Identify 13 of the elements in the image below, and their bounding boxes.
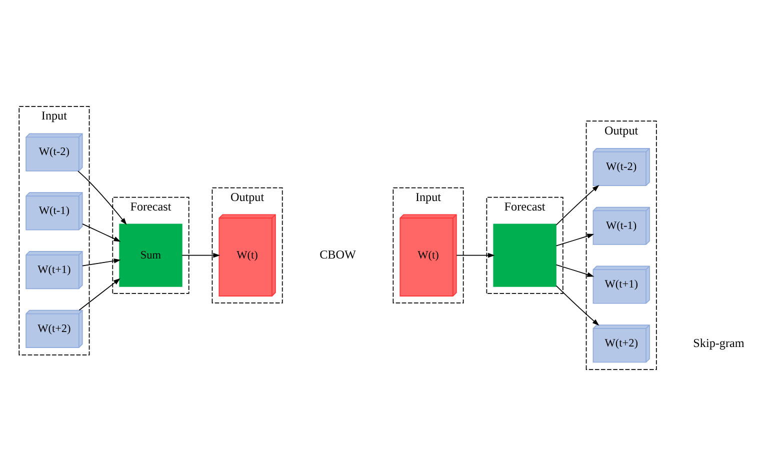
arrow <box>556 284 600 326</box>
arrow <box>182 252 220 258</box>
label: Skip-gram <box>693 335 744 350</box>
arrow <box>456 252 495 258</box>
label: CBOW <box>320 247 356 262</box>
node-box <box>493 223 556 286</box>
arrow <box>556 233 594 246</box>
arrow <box>556 264 594 276</box>
arrow <box>78 278 120 310</box>
arrow <box>556 184 600 225</box>
arrow <box>82 258 121 266</box>
arrow <box>82 223 121 242</box>
node-box: Sum <box>119 223 182 286</box>
